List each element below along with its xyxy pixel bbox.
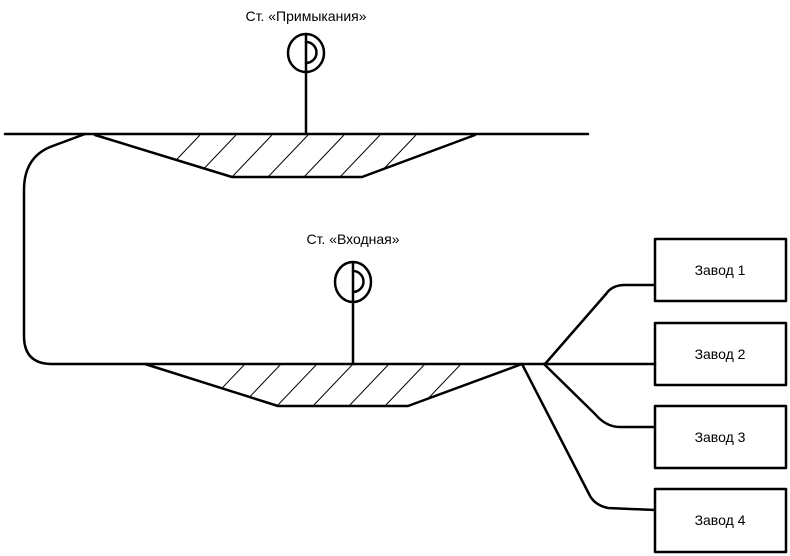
signal-middle <box>333 260 373 366</box>
plant-1-label: Завод 1 <box>695 262 746 278</box>
connecting-loop <box>22 132 550 366</box>
station-middle-yard <box>143 362 524 408</box>
plant-box-4: Завод 4 <box>653 487 788 554</box>
plant-3-label: Завод 3 <box>695 429 746 445</box>
plant-box-1: Завод 1 <box>653 237 788 303</box>
station-middle-label: Ст. «Входная» <box>306 231 399 247</box>
branch-plant-4 <box>520 362 657 512</box>
branch-plant-1 <box>543 283 657 366</box>
plant-box-2: Завод 2 <box>653 321 788 387</box>
plant-4-label: Завод 4 <box>695 512 746 528</box>
branch-plant-3 <box>542 362 657 429</box>
plant-box-3: Завод 3 <box>653 404 788 470</box>
signal-top <box>286 32 326 136</box>
plant-2-label: Завод 2 <box>695 346 746 362</box>
station-top-yard <box>93 133 477 179</box>
station-top-label: Ст. «Примыкания» <box>245 8 366 24</box>
